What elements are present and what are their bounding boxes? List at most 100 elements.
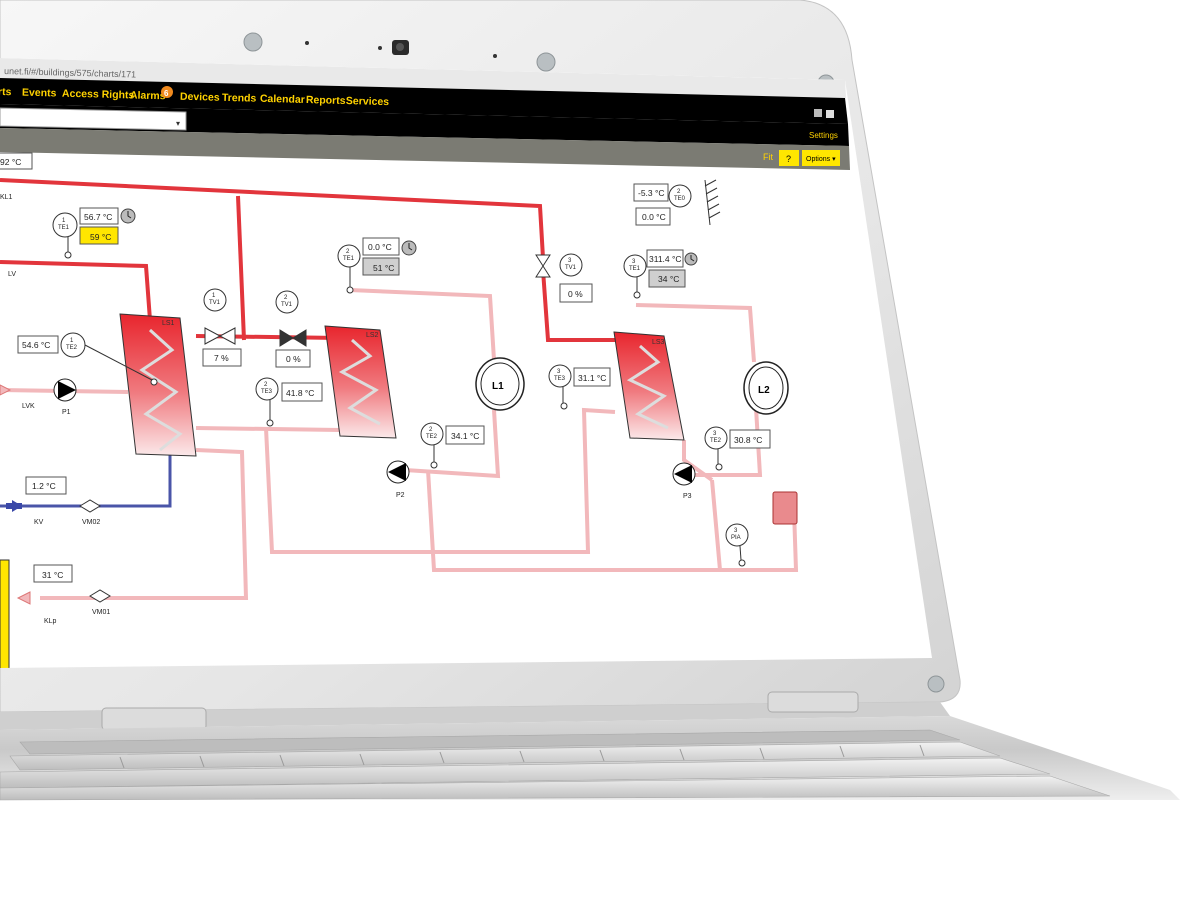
svg-text:P3: P3 — [683, 493, 692, 500]
value-te1-c: 311.4 °C — [649, 254, 682, 264]
svg-text:3: 3 — [734, 528, 738, 534]
chevron-down-icon: ▾ — [176, 119, 180, 128]
value-te2-a: 54.6 °C — [22, 340, 50, 350]
sensor-te2-b[interactable]: 2 TE2 — [420, 422, 444, 469]
pump-p3[interactable]: P3 — [672, 462, 696, 500]
load-l2[interactable]: L2 — [743, 361, 789, 415]
building-select[interactable] — [0, 107, 187, 131]
sensor-te2-a[interactable]: 1 TE2 — [60, 332, 158, 386]
svg-text:P1: P1 — [62, 409, 71, 416]
nav-item-calendar[interactable]: Calendar — [260, 93, 305, 106]
bezel-screw-left — [243, 32, 263, 52]
address-bar[interactable]: unet.fi/#/buildings/575/charts/171 — [4, 66, 136, 79]
svg-text:TE2: TE2 — [66, 345, 78, 351]
sensor-tv1-c[interactable]: 3 TV1 — [559, 253, 583, 277]
star-icon[interactable] — [814, 109, 822, 117]
heat-exchanger-ls3[interactable]: LS3 — [613, 331, 685, 441]
value-kv: 1.2 °C — [32, 481, 56, 491]
svg-text:LS3: LS3 — [652, 339, 665, 346]
svg-text:1: 1 — [70, 338, 74, 344]
valve-tv1-b[interactable] — [279, 329, 307, 347]
sensor-pia[interactable]: 3 PIA — [725, 523, 749, 567]
svg-text:LS1: LS1 — [162, 320, 175, 327]
svg-text:3: 3 — [557, 369, 561, 375]
heat-exchanger-ls1[interactable]: LS1 — [119, 313, 197, 457]
toolbar — [0, 128, 850, 170]
nav-item-trends[interactable]: Trends — [222, 92, 257, 105]
value-te3-b: 41.8 °C — [286, 388, 314, 398]
svg-text:3: 3 — [713, 431, 717, 437]
nav-item-charts[interactable]: rts — [0, 86, 12, 98]
hvac-diagram: LS1 LS2 LS3 L1 L2 — [0, 152, 799, 668]
camera-sensor — [378, 46, 382, 50]
nav-item-events[interactable]: Events — [22, 87, 57, 100]
settings-link[interactable]: Settings — [809, 131, 838, 140]
nav-item-access-rights[interactable]: Access Rights — [62, 88, 135, 102]
nav-item-devices[interactable]: Devices — [180, 91, 220, 104]
sensor-te3-c[interactable]: 3 TE3 — [548, 364, 572, 410]
sensor-outdoor[interactable]: 2 TE0 — [668, 184, 692, 208]
label-kl1: KL1 — [0, 194, 13, 201]
label-vm01: VM01 — [92, 609, 110, 616]
svg-text:2: 2 — [284, 295, 288, 301]
browser-chrome — [0, 58, 846, 98]
valve-vm02[interactable] — [79, 499, 101, 513]
svg-text:1: 1 — [62, 218, 66, 224]
value-tv1-a: 7 % — [214, 353, 229, 363]
mic-dot-left — [305, 41, 309, 45]
value-outdoor: -5.3 °C — [638, 188, 665, 198]
setpoint-te1-a[interactable]: 59 °C — [90, 232, 111, 242]
sensor-tv1-b[interactable]: 2 TV1 — [275, 290, 299, 314]
sub-bar — [0, 104, 849, 146]
sensor-te1-b[interactable]: 2 TE1 — [337, 244, 361, 294]
value-klp: 31 °C — [42, 570, 63, 580]
sensor-te2-c[interactable]: 3 TE2 — [704, 426, 728, 471]
svg-text:P2: P2 — [396, 492, 405, 499]
svg-text:TE2: TE2 — [426, 434, 438, 440]
setpoint-te1-c[interactable]: 34 °C — [658, 274, 679, 284]
help-button[interactable] — [779, 150, 799, 166]
bezel-screw-right — [536, 52, 556, 72]
valve-vm01[interactable] — [89, 589, 111, 603]
label-vm02: VM02 — [82, 519, 100, 526]
pump-p2[interactable]: P2 — [386, 460, 410, 499]
sensor-te3-b[interactable]: 2 TE3 — [255, 377, 279, 427]
value-te3-c: 31.1 °C — [578, 373, 606, 383]
menu-icon[interactable] — [826, 110, 834, 118]
svg-text:L2: L2 — [758, 385, 770, 396]
svg-text:TE0: TE0 — [674, 196, 686, 202]
bezel-screw-bottom-right — [927, 675, 945, 693]
svg-text:3: 3 — [568, 258, 572, 264]
svg-text:PIA: PIA — [731, 535, 741, 541]
svg-text:2: 2 — [346, 249, 350, 255]
keyboard — [0, 729, 1111, 801]
value-te2-b: 34.1 °C — [451, 431, 479, 441]
valve-tv1-c[interactable] — [535, 254, 551, 278]
expansion-tank[interactable] — [772, 491, 798, 525]
nav-item-reports[interactable]: Reports — [306, 94, 346, 107]
mic-dot-right — [493, 54, 497, 58]
svg-text:2: 2 — [429, 427, 433, 433]
sensor-te1-a[interactable]: 1 TE1 — [52, 212, 78, 259]
nav-item-services[interactable]: Services — [346, 95, 390, 108]
svg-text:L1: L1 — [492, 381, 504, 392]
setpoint-te1-b[interactable]: 51 °C — [373, 263, 394, 273]
svg-text:2: 2 — [677, 189, 681, 195]
sensor-te1-c[interactable]: 3 TE1 — [623, 254, 647, 299]
svg-text:1: 1 — [212, 293, 216, 299]
svg-text:3: 3 — [632, 259, 636, 265]
value-te1-b: 0.0 °C — [368, 242, 392, 252]
pump-p1[interactable]: P1 — [53, 378, 77, 416]
valve-tv1-a[interactable] — [204, 327, 236, 345]
options-button-label: Options ▾ — [806, 156, 836, 163]
options-button[interactable] — [802, 150, 840, 166]
nav-item-alarms[interactable]: Alarms — [130, 89, 166, 102]
value-te2-c: 30.8 °C — [734, 435, 762, 445]
svg-text:TV1: TV1 — [209, 300, 221, 306]
load-l1[interactable]: L1 — [475, 357, 525, 411]
sensor-tv1-a[interactable]: 1 TV1 — [203, 288, 227, 312]
value-tv1-c: 0 % — [568, 289, 583, 299]
fit-button[interactable]: Fit — [763, 152, 773, 162]
heat-exchanger-ls2[interactable]: LS2 — [324, 325, 397, 439]
svg-text:TV1: TV1 — [565, 265, 577, 271]
